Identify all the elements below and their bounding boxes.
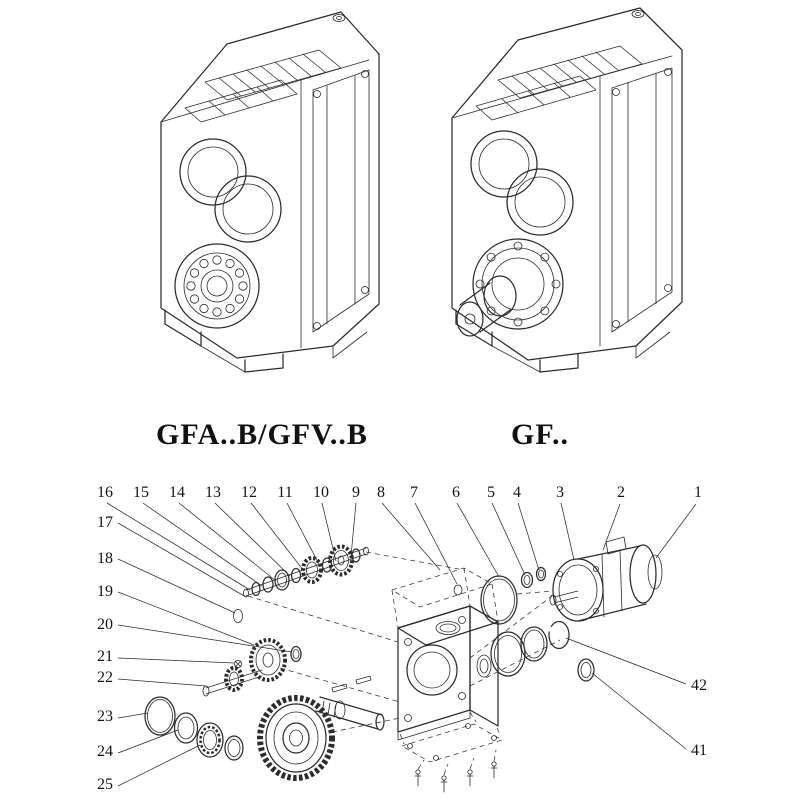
part-spacer-ring — [577, 658, 595, 682]
callout-4: 4 — [513, 484, 521, 501]
part-washer — [535, 566, 547, 582]
callout-21: 21 — [97, 648, 113, 665]
callout-1: 1 — [694, 484, 702, 501]
part-cover-ring — [480, 566, 547, 625]
callout-15: 15 — [133, 484, 149, 501]
part-key — [331, 683, 348, 693]
part-mounting-bolts — [414, 749, 498, 793]
callout-16: 16 — [97, 484, 113, 501]
gf-cooling-fins — [475, 45, 643, 121]
construction-lines — [247, 551, 561, 733]
callout-9: 9 — [352, 484, 360, 501]
callout-25: 25 — [97, 776, 113, 793]
part-intermediate-gear — [249, 638, 287, 682]
motor-terminal-box — [605, 536, 627, 555]
gfab-mounting-feet — [164, 309, 368, 373]
callout-6: 6 — [452, 484, 460, 501]
part-snap-ring — [548, 620, 570, 650]
housing-plug — [453, 584, 463, 596]
gfab-cooling-fins — [184, 49, 342, 123]
callout-19: 19 — [97, 583, 113, 600]
part-retaining-rings — [490, 620, 595, 682]
callout-17: 17 — [97, 514, 113, 531]
gf-flange-bolt-holes — [475, 241, 561, 327]
gfab-output-bearing — [174, 243, 260, 329]
gearbox-drawing-gf — [451, 7, 683, 373]
part-input-pinion — [301, 556, 323, 584]
callout-13: 13 — [205, 484, 221, 501]
part-motor — [549, 536, 663, 622]
part-cover-dashed — [391, 567, 499, 629]
gfab-bearing-rollers — [186, 255, 248, 317]
part-key — [355, 675, 372, 685]
callout-7: 7 — [410, 484, 418, 501]
part-input-shaft-assembly — [233, 544, 369, 623]
callout-23: 23 — [97, 708, 113, 725]
callout-41: 41 — [691, 742, 707, 759]
callout-24: 24 — [97, 743, 113, 760]
callout-14: 14 — [169, 484, 185, 501]
part-small-ring — [233, 609, 243, 623]
housing-side-boss — [476, 654, 492, 678]
callout-10: 10 — [313, 484, 329, 501]
gfab-side-panel — [312, 69, 370, 333]
part-output-bearings-seals — [144, 696, 244, 761]
callout-5: 5 — [487, 484, 495, 501]
part-input-gear — [328, 544, 354, 577]
callout-18: 18 — [97, 550, 113, 567]
housing-top-opening — [435, 621, 461, 635]
model-label-gfab: GFA..B/GFV..B — [156, 418, 368, 451]
gf-input-bores — [470, 130, 574, 236]
gf-output-flange — [472, 238, 564, 330]
leader-lines — [106, 502, 697, 787]
part-oil-seal — [173, 712, 199, 744]
gf-side-panel — [611, 67, 673, 333]
gf-output-shaft — [456, 275, 517, 337]
part-seal-ring — [144, 696, 176, 736]
part-washer — [520, 571, 534, 589]
gf-mounting-feet — [455, 309, 671, 373]
part-counter-shaft — [202, 666, 263, 697]
part-output-gear — [257, 695, 335, 781]
gfab-input-bores — [179, 138, 282, 243]
callout-8: 8 — [377, 484, 385, 501]
gf-front-top-edge — [451, 75, 601, 119]
callout-2: 2 — [617, 484, 625, 501]
part-output-bearing — [196, 722, 224, 758]
callout-11: 11 — [277, 484, 292, 501]
callout-20: 20 — [97, 616, 113, 633]
model-label-gf: GF.. — [511, 418, 569, 451]
callout-22: 22 — [97, 669, 113, 686]
callout-numbers: 16 15 14 13 12 11 10 9 8 7 6 5 4 3 2 1 1… — [97, 484, 707, 793]
part-housing — [397, 584, 499, 741]
callout-12: 12 — [241, 484, 257, 501]
callout-42: 42 — [691, 677, 707, 694]
gf-top-plug — [631, 10, 645, 18]
callout-3: 3 — [556, 484, 564, 501]
part-spacer — [224, 735, 244, 761]
gfab-front-top-edge — [160, 79, 302, 123]
part-gasket — [399, 711, 504, 763]
part-output-shaft — [315, 675, 385, 731]
part-washer — [290, 645, 302, 663]
gfab-top-plug — [332, 14, 346, 22]
gearbox-drawing-gfab — [160, 11, 380, 373]
part-intermediate-gear-cluster — [234, 638, 302, 682]
exploded-view: 16 15 14 13 12 11 10 9 8 7 6 5 4 3 2 1 1… — [97, 484, 707, 793]
